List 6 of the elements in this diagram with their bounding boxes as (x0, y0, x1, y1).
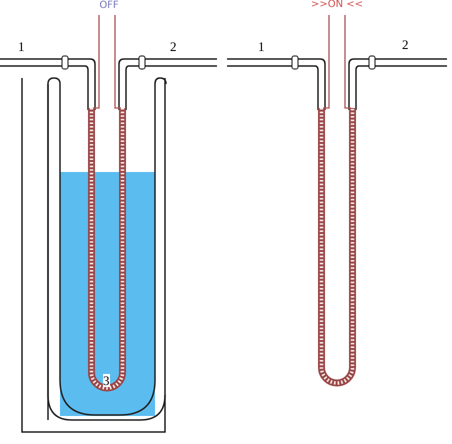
part-number: 2 (402, 38, 408, 51)
part-number: 1 (18, 40, 24, 53)
switch-state-label: OFF (99, 1, 119, 11)
part-number: 2 (170, 40, 176, 53)
part-number: 3 (103, 374, 110, 387)
part-number: 1 (258, 40, 264, 53)
